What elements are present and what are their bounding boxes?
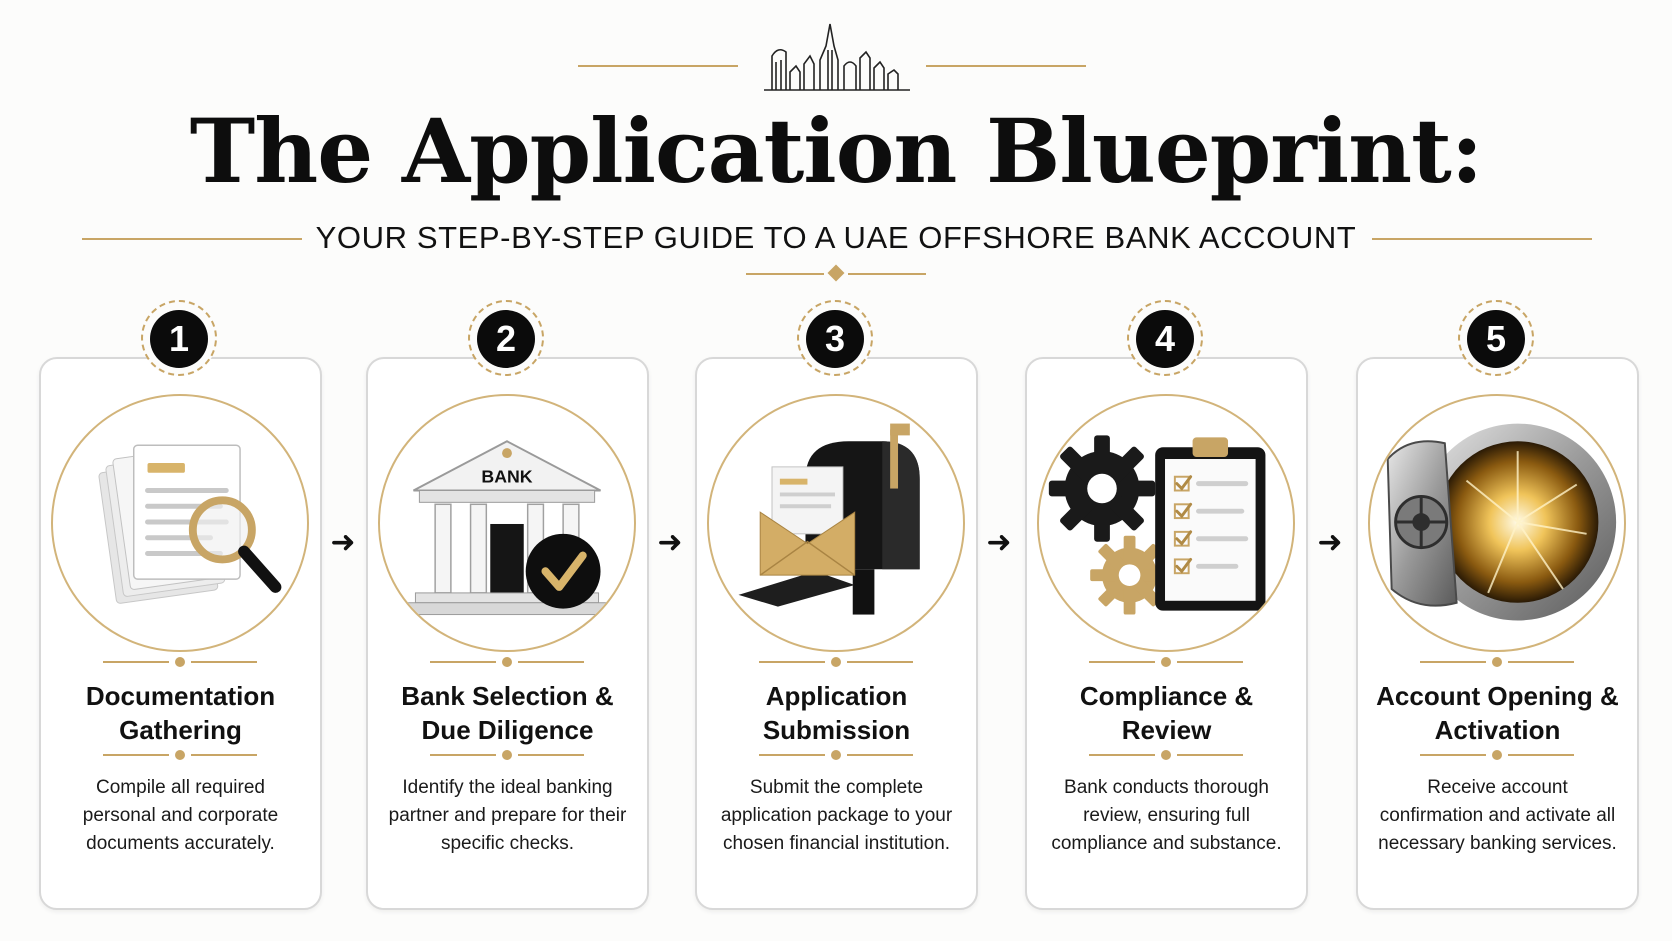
- skyline-icon: [764, 23, 910, 91]
- documents-magnifier-icon: [51, 394, 309, 652]
- subtitle-rule-right: [1372, 238, 1592, 240]
- header-rule-left: [578, 65, 738, 67]
- step-title: Compliance & Review: [1079, 681, 1254, 745]
- card-divider-top: [41, 656, 320, 668]
- subtitle-rule-left: [82, 238, 302, 240]
- step-card-3: Application Submission Submit the comple…: [695, 357, 978, 910]
- step-card-2: BANK Bank Selection & Due Diligence Iden…: [366, 357, 649, 910]
- step-card-1: Documentation Gathering Compile all requ…: [39, 357, 322, 910]
- step-title: Documentation Gathering: [85, 681, 276, 745]
- card-divider-bottom: [1358, 749, 1637, 761]
- step-number-badge-5: 5: [1467, 310, 1525, 368]
- card-divider-top: [368, 656, 647, 668]
- step-number-badge-2: 2: [477, 310, 535, 368]
- card-divider-top: [1358, 656, 1637, 668]
- card-divider-bottom: [368, 749, 647, 761]
- step-description: Compile all required personal and corpor…: [82, 777, 279, 854]
- page-subtitle: YOUR STEP-BY-STEP GUIDE TO A UAE OFFSHOR…: [315, 220, 1357, 255]
- gears-checklist-icon: [1037, 394, 1295, 652]
- bank-sign: BANK: [481, 467, 532, 487]
- step-description: Receive account confirmation and activat…: [1378, 777, 1617, 854]
- card-divider-top: [697, 656, 976, 668]
- bank-check-icon: BANK: [378, 394, 636, 652]
- header-rule-right: [926, 65, 1086, 67]
- step-description: Identify the ideal banking partner and p…: [388, 777, 627, 854]
- mailbox-envelope-icon: [707, 394, 965, 652]
- step-number-badge-3: 3: [806, 310, 864, 368]
- step-number-badge-1: 1: [150, 310, 208, 368]
- step-card-5: Account Opening & Activation Receive acc…: [1356, 357, 1639, 910]
- arrow-right-icon: ➜: [1317, 525, 1343, 560]
- arrow-right-icon: ➜: [986, 525, 1012, 560]
- step-card-4: Compliance & Review Bank conducts thorou…: [1025, 357, 1308, 910]
- card-divider-top: [1027, 656, 1306, 668]
- arrow-right-icon: ➜: [657, 525, 683, 560]
- card-divider-bottom: [1027, 749, 1306, 761]
- ornament-rule-right: [848, 273, 926, 275]
- step-title: Bank Selection & Due Diligence: [401, 681, 614, 745]
- step-description: Bank conducts thorough review, ensuring …: [1051, 777, 1282, 854]
- step-title: Application Submission: [762, 681, 911, 745]
- step-number-badge-4: 4: [1136, 310, 1194, 368]
- step-title: Account Opening & Activation: [1376, 681, 1619, 745]
- vault-icon: [1368, 394, 1626, 652]
- step-description: Submit the complete application package …: [720, 777, 953, 854]
- arrow-right-icon: ➜: [330, 525, 356, 560]
- ornament-rule-left: [746, 273, 824, 275]
- card-divider-bottom: [41, 749, 320, 761]
- card-divider-bottom: [697, 749, 976, 761]
- ornament-diamond: [827, 264, 845, 282]
- page-title: The Application Blueprint:: [189, 99, 1484, 203]
